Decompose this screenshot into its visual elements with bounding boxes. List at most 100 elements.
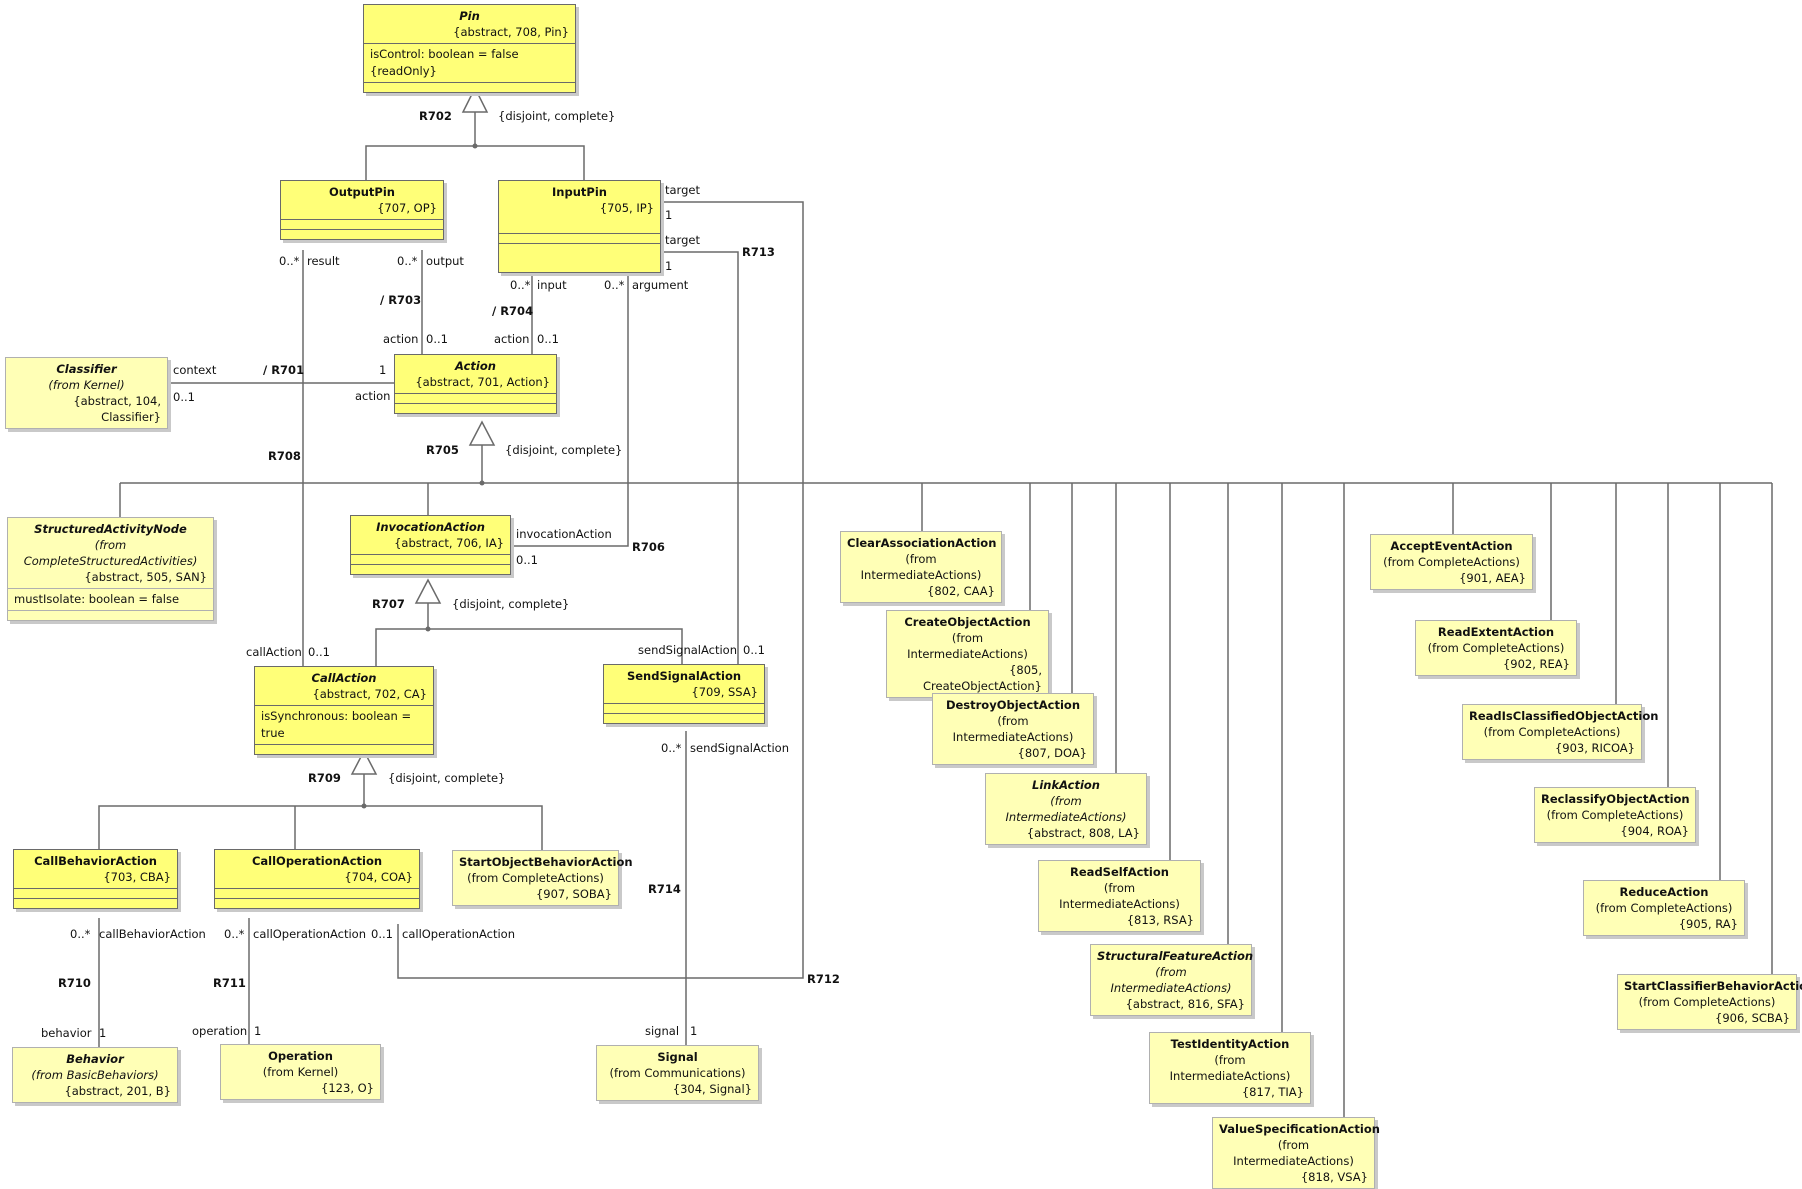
class-name: ValueSpecificationAction xyxy=(1219,1122,1380,1136)
r713-label: R713 xyxy=(742,245,775,259)
class-destroy-object-action[interactable]: DestroyObjectAction (from IntermediateAc… xyxy=(932,693,1094,765)
class-structured-activity-node[interactable]: StructuredActivityNode (from CompleteStr… xyxy=(7,517,214,621)
r714-label: R714 xyxy=(648,882,681,896)
class-call-operation-action[interactable]: CallOperationAction {704, COA} xyxy=(214,849,420,909)
behavior-role: behavior xyxy=(41,1026,92,1040)
class-props: {901, AEA} xyxy=(1459,571,1526,585)
class-pin[interactable]: Pin {abstract, 708, Pin} isControl: bool… xyxy=(363,4,576,93)
class-name: Behavior xyxy=(66,1052,124,1066)
operation-role: operation xyxy=(192,1024,248,1038)
class-reduce-action[interactable]: ReduceAction (from CompleteActions) {905… xyxy=(1583,880,1745,936)
r711-label: R711 xyxy=(213,976,246,990)
attribute: isSynchronous: boolean = true xyxy=(255,705,433,744)
class-props: {709, SSA} xyxy=(691,685,758,699)
class-send-signal-action[interactable]: SendSignalAction {709, SSA} xyxy=(603,664,765,724)
class-name: OutputPin xyxy=(329,185,395,199)
class-name: DestroyObjectAction xyxy=(945,698,1081,712)
target-mult-2: 1 xyxy=(665,259,673,273)
class-start-object-behavior-action[interactable]: StartObjectBehaviorAction (from Complete… xyxy=(452,850,633,906)
r703-label: / R703 xyxy=(380,293,422,307)
output-role: output xyxy=(426,254,464,268)
class-package: (from BasicBehaviors) xyxy=(31,1068,159,1082)
class-props: {abstract, 816, SFA} xyxy=(1125,997,1245,1011)
class-classifier[interactable]: Classifier (from Kernel) {abstract, 104,… xyxy=(5,357,168,429)
class-start-classifier-behavior-action[interactable]: StartClassifierBehaviorAction (from Comp… xyxy=(1617,974,1802,1030)
class-props: {abstract, 808, LA} xyxy=(1026,826,1140,840)
class-structural-feature-action[interactable]: StructuralFeatureAction (from Intermedia… xyxy=(1090,944,1254,1016)
class-name: StructuralFeatureAction xyxy=(1097,949,1254,963)
class-name: StartClassifierBehaviorAction xyxy=(1624,979,1802,993)
class-props: {903, RICOA} xyxy=(1554,741,1635,755)
action-mult-1: 0..1 xyxy=(426,332,448,346)
class-props: {813, RSA} xyxy=(1126,913,1194,927)
class-package: (from CompleteActions) xyxy=(1595,901,1733,915)
class-behavior[interactable]: Behavior (from BasicBehaviors) {abstract… xyxy=(12,1047,178,1103)
class-props: {703, CBA} xyxy=(103,870,171,884)
call-behavior-action-role: callBehaviorAction xyxy=(99,927,206,941)
class-read-is-classified-object-action[interactable]: ReadIsClassifiedObjectAction (from Compl… xyxy=(1462,704,1659,760)
class-props: {abstract, 104, Classifier} xyxy=(73,394,161,424)
input-role: input xyxy=(537,278,567,292)
class-action[interactable]: Action {abstract, 701, Action} xyxy=(394,354,557,414)
class-props: {304, Signal} xyxy=(672,1082,752,1096)
class-props: {abstract, 201, B} xyxy=(64,1084,171,1098)
class-call-behavior-action[interactable]: CallBehaviorAction {703, CBA} xyxy=(13,849,178,909)
class-output-pin[interactable]: OutputPin {707, OP} xyxy=(280,180,444,240)
class-props: {abstract, 505, SAN} xyxy=(84,570,207,584)
r712-association-line xyxy=(397,201,804,979)
call-action-role: callAction xyxy=(246,645,302,659)
attribute: mustIsolate: boolean = false xyxy=(8,588,213,610)
class-props: {abstract, 706, IA} xyxy=(394,536,504,550)
class-signal[interactable]: Signal (from Communications) {304, Signa… xyxy=(596,1045,759,1101)
input-mult: 0..* xyxy=(510,278,531,292)
class-name: SendSignalAction xyxy=(626,669,742,683)
class-props: {905, RA} xyxy=(1678,917,1738,931)
result-mult: 0..* xyxy=(279,254,300,268)
class-operation[interactable]: Operation (from Kernel) {123, O} xyxy=(220,1044,381,1100)
class-props: {707, OP} xyxy=(377,201,437,215)
class-props: {807, DOA} xyxy=(1017,746,1087,760)
invocation-action-mult: 0..1 xyxy=(516,553,538,567)
class-package: (from CompleteStructuredActivities) xyxy=(23,538,198,568)
class-read-extent-action[interactable]: ReadExtentAction (from CompleteActions) … xyxy=(1415,620,1577,676)
class-call-action[interactable]: CallAction {abstract, 702, CA} isSynchro… xyxy=(254,666,434,755)
class-name: ReadSelfAction xyxy=(1070,865,1169,879)
class-reclassify-object-action[interactable]: ReclassifyObjectAction (from CompleteAct… xyxy=(1534,787,1696,843)
signal-role: signal xyxy=(645,1024,680,1038)
action-mult-2: 0..1 xyxy=(537,332,559,346)
invocation-action-role: invocationAction xyxy=(516,527,612,541)
class-name: CallBehaviorAction xyxy=(34,854,157,868)
class-name: ReadIsClassifiedObjectAction xyxy=(1469,709,1659,723)
class-package: (from IntermediateActions) xyxy=(952,714,1074,744)
class-input-pin[interactable]: InputPin {705, IP} xyxy=(498,180,661,273)
class-test-identity-action[interactable]: TestIdentityAction (from IntermediateAct… xyxy=(1149,1032,1311,1104)
class-accept-event-action[interactable]: AcceptEventAction (from CompleteActions)… xyxy=(1370,534,1533,590)
class-package: (from CompleteActions) xyxy=(1383,555,1520,569)
class-link-action[interactable]: LinkAction (from IntermediateActions) {a… xyxy=(985,773,1147,845)
class-clear-association-action[interactable]: ClearAssociationAction (from Intermediat… xyxy=(840,531,1002,603)
context-role: context xyxy=(173,363,217,377)
r713-association-line xyxy=(660,251,739,666)
r706-label: R706 xyxy=(632,540,665,554)
class-name: TestIdentityAction xyxy=(1170,1037,1290,1051)
class-read-self-action[interactable]: ReadSelfAction (from IntermediateActions… xyxy=(1038,860,1201,932)
r704-label: / R704 xyxy=(492,304,534,318)
call-operation-action-mult-1: 0..* xyxy=(224,927,245,941)
r705-label: R705 xyxy=(426,443,459,457)
r710-label: R710 xyxy=(58,976,91,990)
class-name: ReadExtentAction xyxy=(1437,625,1555,639)
r702-arrowhead xyxy=(461,86,489,113)
class-package: (from IntermediateActions) xyxy=(1059,881,1180,911)
attribute: isControl: boolean = false {readOnly} xyxy=(364,43,575,82)
r702-generalization-line xyxy=(365,145,585,182)
class-create-object-action[interactable]: CreateObjectAction (from IntermediateAct… xyxy=(886,610,1049,698)
r702-constraint: {disjoint, complete} xyxy=(498,109,616,123)
r702-label: R702 xyxy=(419,109,452,123)
behavior-mult: 1 xyxy=(99,1026,107,1040)
class-invocation-action[interactable]: InvocationAction {abstract, 706, IA} xyxy=(350,515,511,575)
class-name: CallAction xyxy=(311,671,377,685)
class-value-specification-action[interactable]: ValueSpecificationAction (from Intermedi… xyxy=(1212,1117,1380,1189)
class-name: CreateObjectAction xyxy=(904,615,1031,629)
r705-arrowhead xyxy=(468,420,496,446)
r705-constraint: {disjoint, complete} xyxy=(505,443,623,457)
